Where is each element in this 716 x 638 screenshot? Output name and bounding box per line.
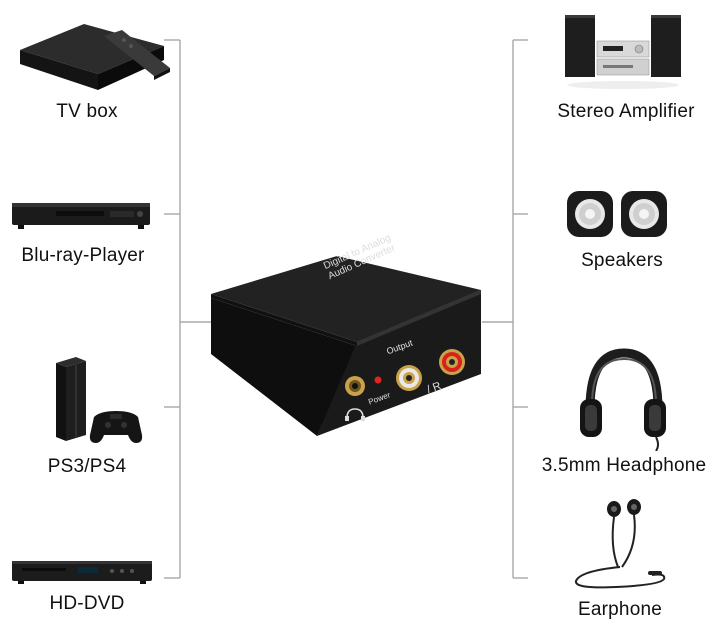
output-label-stereo: Stereo Amplifier xyxy=(557,101,695,122)
output-label-speakers: Speakers xyxy=(581,250,663,271)
game-console-icon xyxy=(52,357,144,447)
source-label-tv-box: TV box xyxy=(56,101,118,122)
earphone-icon xyxy=(570,497,666,593)
output-label-earphone: Earphone xyxy=(577,599,663,620)
speakers-icon xyxy=(565,189,669,241)
source-label-blu-ray: Blu-ray-Player xyxy=(21,245,145,266)
audio-converter-device xyxy=(205,250,487,438)
stereo-amplifier-icon xyxy=(563,11,683,91)
hd-dvd-player-icon xyxy=(12,559,152,585)
source-label-hd-dvd: HD-DVD xyxy=(49,593,125,614)
headphone-icon xyxy=(578,347,668,451)
output-label-headphone: 3.5mm Headphone xyxy=(541,455,707,476)
source-label-ps: PS3/PS4 xyxy=(47,456,127,477)
tv-box-icon xyxy=(14,16,170,94)
blu-ray-player-icon xyxy=(12,203,150,231)
